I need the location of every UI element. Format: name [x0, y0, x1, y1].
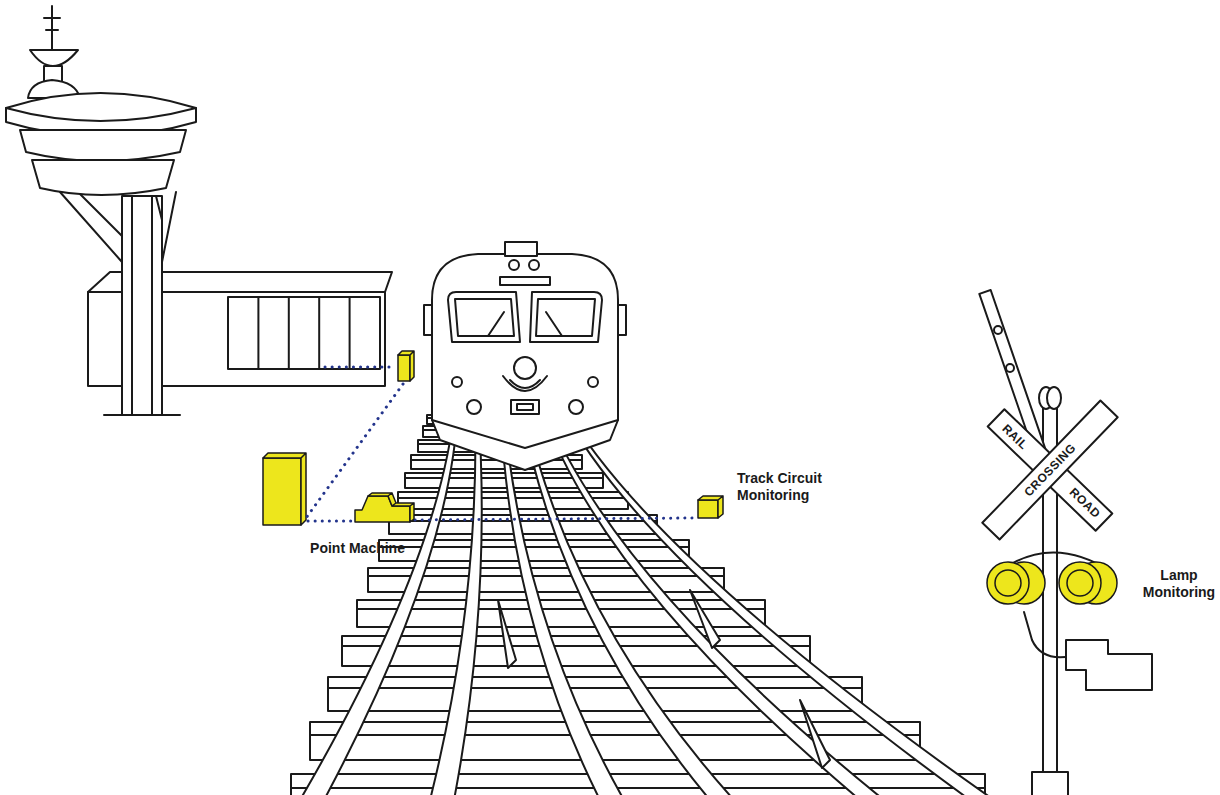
point-machine-faces [368, 493, 414, 522]
train-window [530, 292, 602, 342]
crossing-hook [1024, 612, 1072, 657]
train-coupler [511, 400, 539, 414]
crossing-lamps [987, 562, 1117, 604]
tower-base [104, 414, 180, 416]
train-window-glass [536, 299, 595, 336]
equipment-label: Lamp Monitoring [1138, 567, 1220, 601]
tower-column [122, 196, 162, 415]
lamp-lens [1067, 570, 1093, 596]
building-windows [228, 297, 380, 369]
train-window-glass [455, 299, 514, 336]
rail [520, 405, 734, 795]
train-light [452, 377, 462, 387]
equipment-label: Track Circuit Monitoring [737, 470, 835, 504]
tower-struts [60, 192, 176, 415]
sign-lettering: ROAD [1067, 485, 1104, 521]
train-nose-arcs [503, 376, 547, 391]
unit-front [698, 500, 718, 518]
rail [300, 405, 458, 795]
tower-tier [20, 130, 186, 161]
point-machine-body [355, 496, 410, 522]
train-marker-light [509, 260, 519, 270]
lamp-housing [987, 562, 1029, 604]
line-art [6, 6, 1152, 795]
unit-faces [698, 496, 723, 518]
equipment [263, 351, 414, 525]
train-body [432, 254, 618, 470]
train-light [569, 400, 583, 414]
sign-lettering: RAIL [999, 422, 1030, 453]
lamp-housing [1059, 562, 1101, 604]
gate-arm-reflector [994, 326, 1002, 334]
train-light [588, 377, 598, 387]
tower-tier [32, 160, 174, 195]
railway-ties [291, 415, 985, 795]
tower-saucer-rim [6, 108, 196, 121]
equipment-node: Point Machine [300, 488, 415, 560]
train-mirror [618, 305, 626, 335]
interlocking-box [398, 355, 410, 381]
rail [560, 405, 994, 795]
train-skirt [432, 420, 618, 448]
equipment-label: Point Machine [300, 540, 415, 557]
data-link [415, 518, 695, 520]
crossing-pole-base [1032, 772, 1068, 795]
lamp-lens [995, 570, 1021, 596]
interlocking-box-faces [398, 351, 414, 381]
equipment-cabinet [263, 458, 301, 525]
train-light [467, 400, 481, 414]
rail [430, 405, 482, 795]
equipment-node: Lamp Monitoring [982, 552, 1220, 616]
train-mirror [424, 305, 432, 335]
train-headlight [514, 357, 536, 379]
equipment-cabinet-faces [263, 453, 306, 525]
rail [540, 405, 884, 795]
point-machine-symbol [355, 493, 414, 522]
train-roof-lamp [505, 242, 537, 256]
train-destination-band [500, 277, 550, 285]
crossbuck-board [982, 401, 1117, 540]
gate-arm-reflector [1006, 364, 1014, 372]
tower-antenna [44, 6, 60, 50]
train-coupler-inner [517, 404, 533, 410]
train-wipers [488, 312, 562, 336]
train-window [448, 292, 520, 342]
equipment-node: Track Circuit Monitoring [695, 466, 835, 522]
tower-dish [30, 50, 78, 66]
switch-guards [498, 590, 830, 768]
crossing-bell [1047, 387, 1061, 409]
train-marker-light [529, 260, 539, 270]
track-circuit-unit [698, 496, 723, 518]
crossing-control-box [1066, 640, 1152, 690]
window-mullions [258, 297, 349, 369]
